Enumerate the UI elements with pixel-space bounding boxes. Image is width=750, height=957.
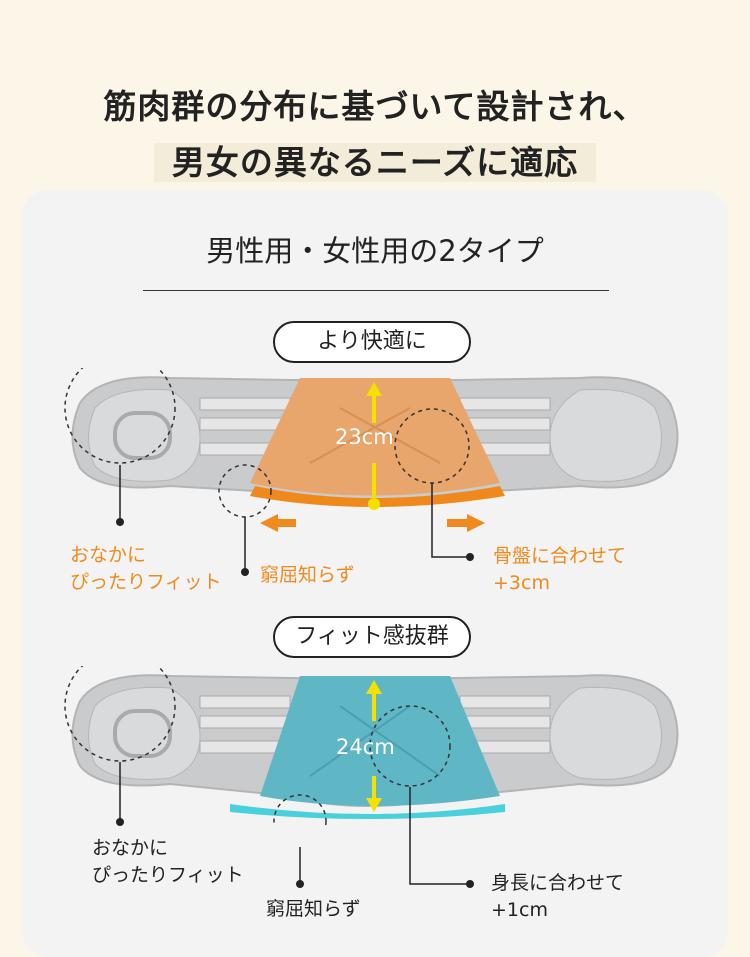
belt-image-men: [64, 666, 679, 826]
variant-2-label-height-line-2: +1cm: [491, 899, 548, 921]
variant-2-badge: フィット感抜群: [273, 616, 471, 658]
variant-2-size: 24cm: [336, 735, 395, 759]
variant-2-label-belly-line-1: おなかに: [92, 837, 169, 859]
section-title: 男性用・女性用の2タイプ: [206, 234, 544, 268]
variant-2-label-belly: おなかに ぴったりフィット: [92, 835, 244, 889]
headline-line-2: 男女の異なるニーズに適応: [0, 136, 750, 184]
belt-image-women: [64, 368, 679, 518]
variant-1-badge: より快適に: [273, 321, 471, 363]
variant-1-label-pelvis-line-2: +3cm: [493, 572, 550, 594]
variant-1-label-comfort: 窮屈知らず: [260, 564, 355, 586]
comparison-card: [22, 190, 728, 957]
variant-2-label-height-line-1: 身長に合わせて: [491, 872, 625, 894]
variant-1-label-pelvis-line-1: 骨盤に合わせて: [493, 545, 627, 567]
headline-line-2-text: 男女の異なるニーズに適応: [153, 143, 597, 182]
variant-1-label-belly-line-2: ぴったりフィット: [70, 571, 222, 593]
variant-1-label-belly-line-1: おなかに: [70, 544, 147, 566]
section-divider: [143, 290, 609, 291]
variant-2-label-belly-line-2: ぴったりフィット: [92, 864, 244, 886]
variant-1-size: 23cm: [335, 425, 394, 449]
variant-1-label-belly: おなかに ぴったりフィット: [70, 542, 222, 596]
headline-line-1: 筋肉群の分布に基づいて設計され、: [103, 87, 647, 126]
variant-2-label-comfort: 窮屈知らず: [266, 898, 361, 920]
variant-2-label-height: 身長に合わせて +1cm: [491, 870, 624, 924]
variant-1-label-pelvis: 骨盤に合わせて +3cm: [493, 543, 626, 597]
